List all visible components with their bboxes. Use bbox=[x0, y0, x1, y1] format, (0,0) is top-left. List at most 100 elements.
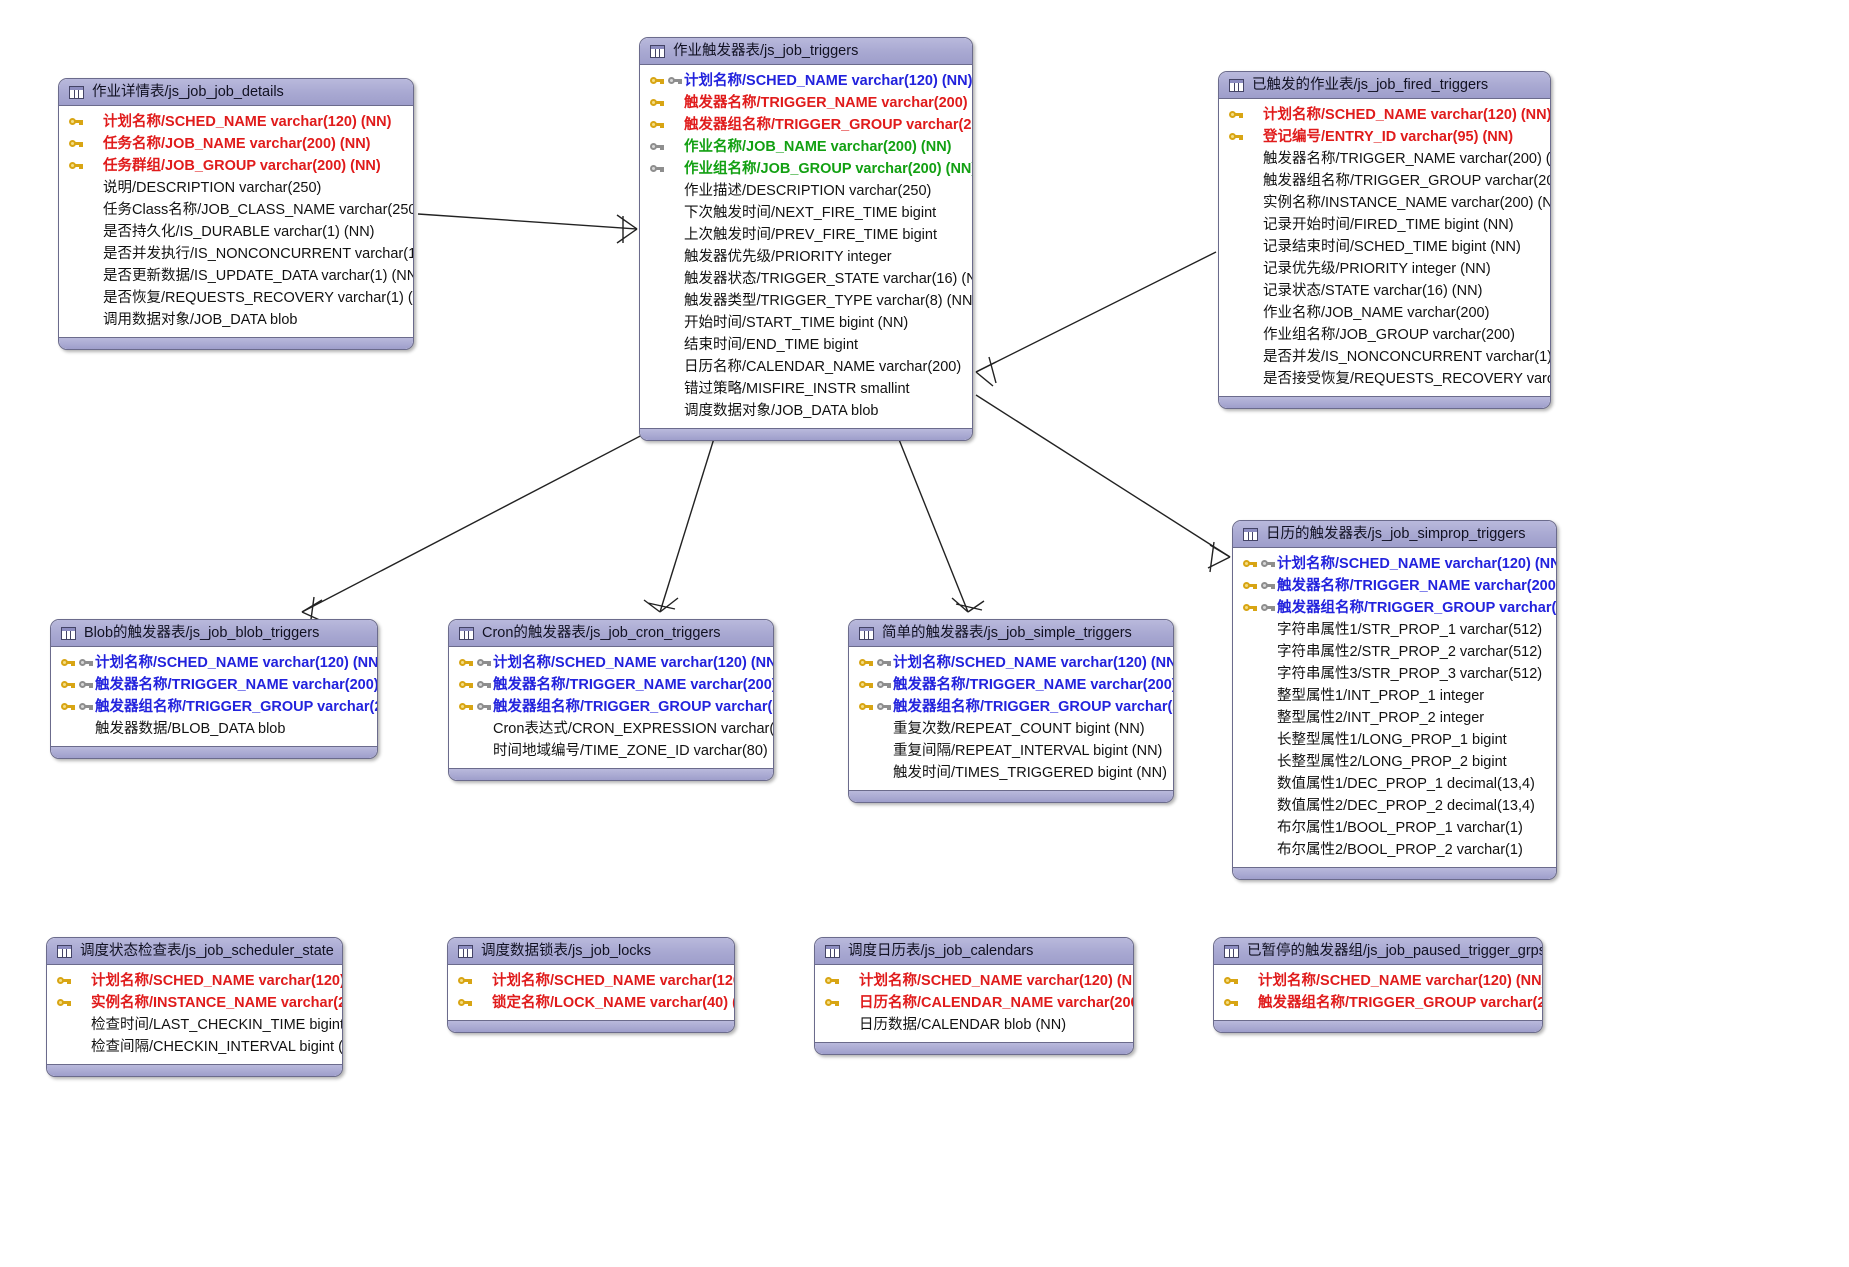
entity-header-fired_triggers[interactable]: 已触发的作业表/js_job_fired_triggers bbox=[1219, 72, 1550, 99]
entity-simple_triggers[interactable]: 简单的触发器表/js_job_simple_triggers 计划名称/SCHED… bbox=[848, 619, 1174, 803]
attribute-row[interactable]: 实例名称/INSTANCE_NAME varchar(200) (NN) bbox=[47, 992, 342, 1014]
attribute-row[interactable]: 整型属性1/INT_PROP_1 integer bbox=[1233, 685, 1556, 707]
attribute-row[interactable]: 开始时间/START_TIME bigint (NN) bbox=[640, 312, 972, 334]
entity-paused_trigger_grps[interactable]: 已暂停的触发器组/js_job_paused_trigger_grps 计划名称/… bbox=[1213, 937, 1543, 1033]
attribute-row[interactable]: 长整型属性1/LONG_PROP_1 bigint bbox=[1233, 729, 1556, 751]
attribute-row[interactable]: 触发器名称/TRIGGER_NAME varchar(200) (NN) bbox=[1219, 148, 1550, 170]
attribute-row[interactable]: 字符串属性1/STR_PROP_1 varchar(512) bbox=[1233, 619, 1556, 641]
entity-header-calendars[interactable]: 调度日历表/js_job_calendars bbox=[815, 938, 1133, 965]
attribute-row[interactable]: 数值属性2/DEC_PROP_2 decimal(13,4) bbox=[1233, 795, 1556, 817]
attribute-row[interactable]: 触发器名称/TRIGGER_NAME varchar(200) (NN) bbox=[640, 92, 972, 114]
attribute-row[interactable]: 日历名称/CALENDAR_NAME varchar(200) bbox=[640, 356, 972, 378]
attribute-row[interactable]: 数值属性1/DEC_PROP_1 decimal(13,4) bbox=[1233, 773, 1556, 795]
attribute-row[interactable]: Cron表达式/CRON_EXPRESSION varchar(120) (NN… bbox=[449, 718, 773, 740]
entity-header-blob_triggers[interactable]: Blob的触发器表/js_job_blob_triggers bbox=[51, 620, 377, 647]
attribute-row[interactable]: 触发器名称/TRIGGER_NAME varchar(200) (NN) bbox=[1233, 575, 1556, 597]
attribute-row[interactable]: 触发器组名称/TRIGGER_GROUP varchar(200) (NN) bbox=[640, 114, 972, 136]
entity-header-cron_triggers[interactable]: Cron的触发器表/js_job_cron_triggers bbox=[449, 620, 773, 647]
attribute-row[interactable]: 触发器组名称/TRIGGER_GROUP varchar(200) (NN) bbox=[1219, 170, 1550, 192]
attribute-row[interactable]: 触发器组名称/TRIGGER_GROUP varchar(200) (NN) bbox=[1214, 992, 1542, 1014]
attribute-row[interactable]: 日历数据/CALENDAR blob (NN) bbox=[815, 1014, 1133, 1036]
attribute-row[interactable]: 是否接受恢复/REQUESTS_RECOVERY varchar(1) bbox=[1219, 368, 1550, 390]
attribute-row[interactable]: 触发器状态/TRIGGER_STATE varchar(16) (NN) bbox=[640, 268, 972, 290]
attribute-row[interactable]: 触发器数据/BLOB_DATA blob bbox=[51, 718, 377, 740]
attribute-row[interactable]: 任务名称/JOB_NAME varchar(200) (NN) bbox=[59, 133, 413, 155]
attribute-row[interactable]: 是否并发执行/IS_NONCONCURRENT varchar(1) (NN) bbox=[59, 243, 413, 265]
attribute-row[interactable]: 计划名称/SCHED_NAME varchar(120) (NN) bbox=[815, 970, 1133, 992]
attribute-row[interactable]: 重复次数/REPEAT_COUNT bigint (NN) bbox=[849, 718, 1173, 740]
attribute-row[interactable]: 触发器组名称/TRIGGER_GROUP varchar(200) (NN) bbox=[449, 696, 773, 718]
attribute-row[interactable]: 上次触发时间/PREV_FIRE_TIME bigint bbox=[640, 224, 972, 246]
attribute-row[interactable]: 计划名称/SCHED_NAME varchar(120) (NN) bbox=[1214, 970, 1542, 992]
attribute-row[interactable]: 布尔属性1/BOOL_PROP_1 varchar(1) bbox=[1233, 817, 1556, 839]
attribute-row[interactable]: 记录开始时间/FIRED_TIME bigint (NN) bbox=[1219, 214, 1550, 236]
attribute-row[interactable]: 触发器名称/TRIGGER_NAME varchar(200) (NN) bbox=[849, 674, 1173, 696]
entity-header-simple_triggers[interactable]: 简单的触发器表/js_job_simple_triggers bbox=[849, 620, 1173, 647]
attribute-row[interactable]: 计划名称/SCHED_NAME varchar(120) (NN) bbox=[47, 970, 342, 992]
entity-header-scheduler_state[interactable]: 调度状态检查表/js_job_scheduler_state bbox=[47, 938, 342, 965]
attribute-row[interactable]: 是否更新数据/IS_UPDATE_DATA varchar(1) (NN) bbox=[59, 265, 413, 287]
attribute-row[interactable]: 整型属性2/INT_PROP_2 integer bbox=[1233, 707, 1556, 729]
entity-triggers[interactable]: 作业触发器表/js_job_triggers 计划名称/SCHED_NAME va… bbox=[639, 37, 973, 441]
attribute-row[interactable]: 实例名称/INSTANCE_NAME varchar(200) (NN) bbox=[1219, 192, 1550, 214]
entity-cron_triggers[interactable]: Cron的触发器表/js_job_cron_triggers 计划名称/SCHED… bbox=[448, 619, 774, 781]
attribute-row[interactable]: 说明/DESCRIPTION varchar(250) bbox=[59, 177, 413, 199]
entity-scheduler_state[interactable]: 调度状态检查表/js_job_scheduler_state 计划名称/SCHED… bbox=[46, 937, 343, 1077]
attribute-row[interactable]: 重复间隔/REPEAT_INTERVAL bigint (NN) bbox=[849, 740, 1173, 762]
attribute-row[interactable]: 触发器名称/TRIGGER_NAME varchar(200) (NN) bbox=[449, 674, 773, 696]
attribute-row[interactable]: 触发器组名称/TRIGGER_GROUP varchar(200) (NN) bbox=[1233, 597, 1556, 619]
entity-header-job_details[interactable]: 作业详情表/js_job_job_details bbox=[59, 79, 413, 106]
attribute-row[interactable]: 触发器名称/TRIGGER_NAME varchar(200) (NN) bbox=[51, 674, 377, 696]
entity-header-triggers[interactable]: 作业触发器表/js_job_triggers bbox=[640, 38, 972, 65]
attribute-row[interactable]: 调度数据对象/JOB_DATA blob bbox=[640, 400, 972, 422]
attribute-row[interactable]: 计划名称/SCHED_NAME varchar(120) (NN) bbox=[849, 652, 1173, 674]
attribute-row[interactable]: 触发器类型/TRIGGER_TYPE varchar(8) (NN) bbox=[640, 290, 972, 312]
attribute-row[interactable]: 任务群组/JOB_GROUP varchar(200) (NN) bbox=[59, 155, 413, 177]
attribute-row[interactable]: 作业名称/JOB_NAME varchar(200) (NN) bbox=[640, 136, 972, 158]
attribute-row[interactable]: 触发器组名称/TRIGGER_GROUP varchar(200) (NN) bbox=[849, 696, 1173, 718]
attribute-row[interactable]: 计划名称/SCHED_NAME varchar(120) (NN) bbox=[640, 70, 972, 92]
attribute-row[interactable]: 计划名称/SCHED_NAME varchar(120) (NN) bbox=[448, 970, 734, 992]
attribute-row[interactable]: 字符串属性3/STR_PROP_3 varchar(512) bbox=[1233, 663, 1556, 685]
attribute-row[interactable]: 作业组名称/JOB_GROUP varchar(200) (NN) bbox=[640, 158, 972, 180]
entity-job_details[interactable]: 作业详情表/js_job_job_details 计划名称/SCHED_NAME … bbox=[58, 78, 414, 350]
attribute-row[interactable]: 字符串属性2/STR_PROP_2 varchar(512) bbox=[1233, 641, 1556, 663]
entity-blob_triggers[interactable]: Blob的触发器表/js_job_blob_triggers 计划名称/SCHED… bbox=[50, 619, 378, 759]
attribute-row[interactable]: 触发时间/TIMES_TRIGGERED bigint (NN) bbox=[849, 762, 1173, 784]
attribute-row[interactable]: 是否恢复/REQUESTS_RECOVERY varchar(1) (NN) bbox=[59, 287, 413, 309]
attribute-row[interactable]: 长整型属性2/LONG_PROP_2 bigint bbox=[1233, 751, 1556, 773]
attribute-row[interactable]: 时间地域编号/TIME_ZONE_ID varchar(80) bbox=[449, 740, 773, 762]
attribute-row[interactable]: 登记编号/ENTRY_ID varchar(95) (NN) bbox=[1219, 126, 1550, 148]
attribute-row[interactable]: 错过策略/MISFIRE_INSTR smallint bbox=[640, 378, 972, 400]
attribute-row[interactable]: 计划名称/SCHED_NAME varchar(120) (NN) bbox=[1219, 104, 1550, 126]
attribute-row[interactable]: 记录结束时间/SCHED_TIME bigint (NN) bbox=[1219, 236, 1550, 258]
attribute-row[interactable]: 记录状态/STATE varchar(16) (NN) bbox=[1219, 280, 1550, 302]
attribute-row[interactable]: 日历名称/CALENDAR_NAME varchar(200) (NN) bbox=[815, 992, 1133, 1014]
entity-fired_triggers[interactable]: 已触发的作业表/js_job_fired_triggers 计划名称/SCHED_… bbox=[1218, 71, 1551, 409]
attribute-row[interactable]: 计划名称/SCHED_NAME varchar(120) (NN) bbox=[449, 652, 773, 674]
entity-simprop_triggers[interactable]: 日历的触发器表/js_job_simprop_triggers 计划名称/SCHE… bbox=[1232, 520, 1557, 880]
attribute-row[interactable]: 布尔属性2/BOOL_PROP_2 varchar(1) bbox=[1233, 839, 1556, 861]
entity-header-locks[interactable]: 调度数据锁表/js_job_locks bbox=[448, 938, 734, 965]
attribute-row[interactable]: 记录优先级/PRIORITY integer (NN) bbox=[1219, 258, 1550, 280]
attribute-row[interactable]: 作业名称/JOB_NAME varchar(200) bbox=[1219, 302, 1550, 324]
attribute-row[interactable]: 下次触发时间/NEXT_FIRE_TIME bigint bbox=[640, 202, 972, 224]
attribute-row[interactable]: 计划名称/SCHED_NAME varchar(120) (NN) bbox=[59, 111, 413, 133]
attribute-row[interactable]: 计划名称/SCHED_NAME varchar(120) (NN) bbox=[51, 652, 377, 674]
attribute-row[interactable]: 检查时间/LAST_CHECKIN_TIME bigint (NN) bbox=[47, 1014, 342, 1036]
entity-locks[interactable]: 调度数据锁表/js_job_locks 计划名称/SCHED_NAME varch… bbox=[447, 937, 735, 1033]
attribute-row[interactable]: 是否并发/IS_NONCONCURRENT varchar(1) bbox=[1219, 346, 1550, 368]
attribute-row[interactable]: 是否持久化/IS_DURABLE varchar(1) (NN) bbox=[59, 221, 413, 243]
entity-header-simprop_triggers[interactable]: 日历的触发器表/js_job_simprop_triggers bbox=[1233, 521, 1556, 548]
attribute-row[interactable]: 检查间隔/CHECKIN_INTERVAL bigint (NN) bbox=[47, 1036, 342, 1058]
attribute-row[interactable]: 结束时间/END_TIME bigint bbox=[640, 334, 972, 356]
attribute-row[interactable]: 作业组名称/JOB_GROUP varchar(200) bbox=[1219, 324, 1550, 346]
attribute-row[interactable]: 调用数据对象/JOB_DATA blob bbox=[59, 309, 413, 331]
entity-header-paused_trigger_grps[interactable]: 已暂停的触发器组/js_job_paused_trigger_grps bbox=[1214, 938, 1542, 965]
attribute-row[interactable]: 锁定名称/LOCK_NAME varchar(40) (NN) bbox=[448, 992, 734, 1014]
attribute-row[interactable]: 作业描述/DESCRIPTION varchar(250) bbox=[640, 180, 972, 202]
attribute-row[interactable]: 计划名称/SCHED_NAME varchar(120) (NN) bbox=[1233, 553, 1556, 575]
attribute-row[interactable]: 触发器优先级/PRIORITY integer bbox=[640, 246, 972, 268]
entity-calendars[interactable]: 调度日历表/js_job_calendars 计划名称/SCHED_NAME va… bbox=[814, 937, 1134, 1055]
attribute-row[interactable]: 触发器组名称/TRIGGER_GROUP varchar(200) (NN) bbox=[51, 696, 377, 718]
